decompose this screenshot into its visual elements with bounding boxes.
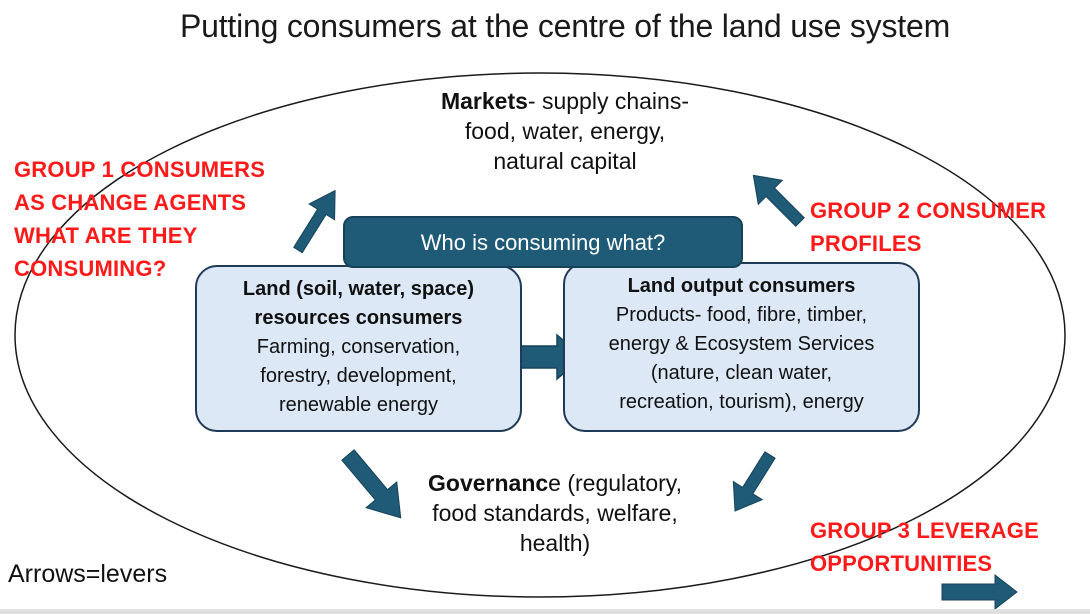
markets-line-1: Markets- supply chains- (395, 86, 735, 116)
page-title: Putting consumers at the centre of the l… (179, 8, 951, 44)
land-resources-consumers-box: Land (soil, water, space) resources cons… (195, 265, 522, 432)
right-box-line-4: (nature, clean water, (650, 362, 833, 384)
governance-line-2: food standards, welfare, (432, 500, 678, 526)
right-box-line-3: energy & Ecosystem Services (608, 333, 875, 355)
governance-heading: Governanc (428, 470, 549, 496)
left-box-line-3: Farming, conservation, (256, 336, 461, 358)
group-1-line: WHAT ARE THEY (14, 223, 198, 248)
group-2-line: GROUP 2 CONSUMER (810, 198, 1047, 223)
markets-heading: Markets (440, 88, 528, 114)
group-2-note: GROUP 2 CONSUMER PROFILES (810, 194, 1046, 260)
markets-line-3: natural capital (493, 148, 637, 174)
markets-line-1-rest: - supply chains- (527, 88, 689, 114)
left-box-line-2: resources consumers (254, 307, 463, 329)
arrow-down-left-icon (732, 451, 776, 512)
group-1-line: CONSUMING? (14, 256, 167, 281)
arrow-up-icon (293, 189, 336, 254)
bottom-divider (0, 609, 1090, 614)
left-box-line-4: forestry, development, (260, 365, 457, 387)
group-1-line: AS CHANGE AGENTS (14, 190, 247, 215)
group-1-note: GROUP 1 CONSUMERS AS CHANGE AGENTS WHAT … (14, 153, 265, 285)
right-box-line-1: Land output consumers (627, 275, 856, 297)
group-2-line: PROFILES (810, 231, 922, 256)
land-output-consumers-box: Land output consumers Products- food, fi… (563, 262, 920, 432)
right-box-line-2: Products- food, fibre, timber, (615, 304, 868, 326)
arrow-down-right-icon (341, 449, 402, 519)
left-box-line-5: renewable energy (279, 394, 438, 416)
governance-line-1-rest: e (regulatory, (548, 470, 682, 496)
arrow-up-left-icon (752, 174, 805, 227)
group-3-note: GROUP 3 LEVERAGE OPPORTUNITIES (810, 514, 1039, 580)
who-is-consuming-banner: Who is consuming what? (343, 216, 743, 268)
group-3-line: GROUP 3 LEVERAGE (810, 518, 1039, 543)
arrow-right-icon (941, 573, 1018, 611)
governance-block: Governance (regulatory, food standards, … (395, 468, 715, 558)
group-3-line: OPPORTUNITIES (810, 551, 993, 576)
group-1-line: GROUP 1 CONSUMERS (14, 157, 266, 182)
system-ellipse (14, 72, 1066, 598)
governance-line-1: Governance (regulatory, (395, 468, 715, 498)
right-box-line-5: recreation, tourism), energy (619, 391, 864, 413)
governance-line-3: health) (519, 530, 591, 556)
markets-line-2: food, water, energy, (464, 118, 666, 144)
left-box-line-1: Land (soil, water, space) (242, 278, 475, 300)
arrows-legend: Arrows=levers (8, 560, 168, 588)
markets-block: Markets- supply chains- food, water, ene… (395, 86, 735, 176)
